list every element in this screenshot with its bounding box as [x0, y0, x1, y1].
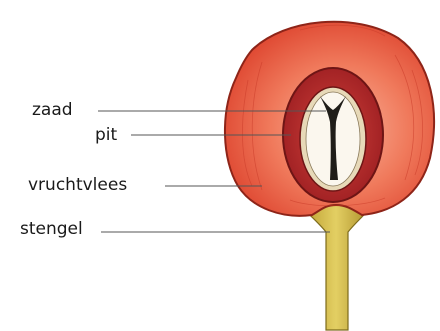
label-stengel: stengel: [20, 219, 83, 239]
stem-shape: [300, 205, 372, 330]
label-zaad: zaad: [32, 100, 73, 120]
label-vruchtvlees: vruchtvlees: [28, 175, 127, 195]
label-pit: pit: [95, 125, 117, 145]
